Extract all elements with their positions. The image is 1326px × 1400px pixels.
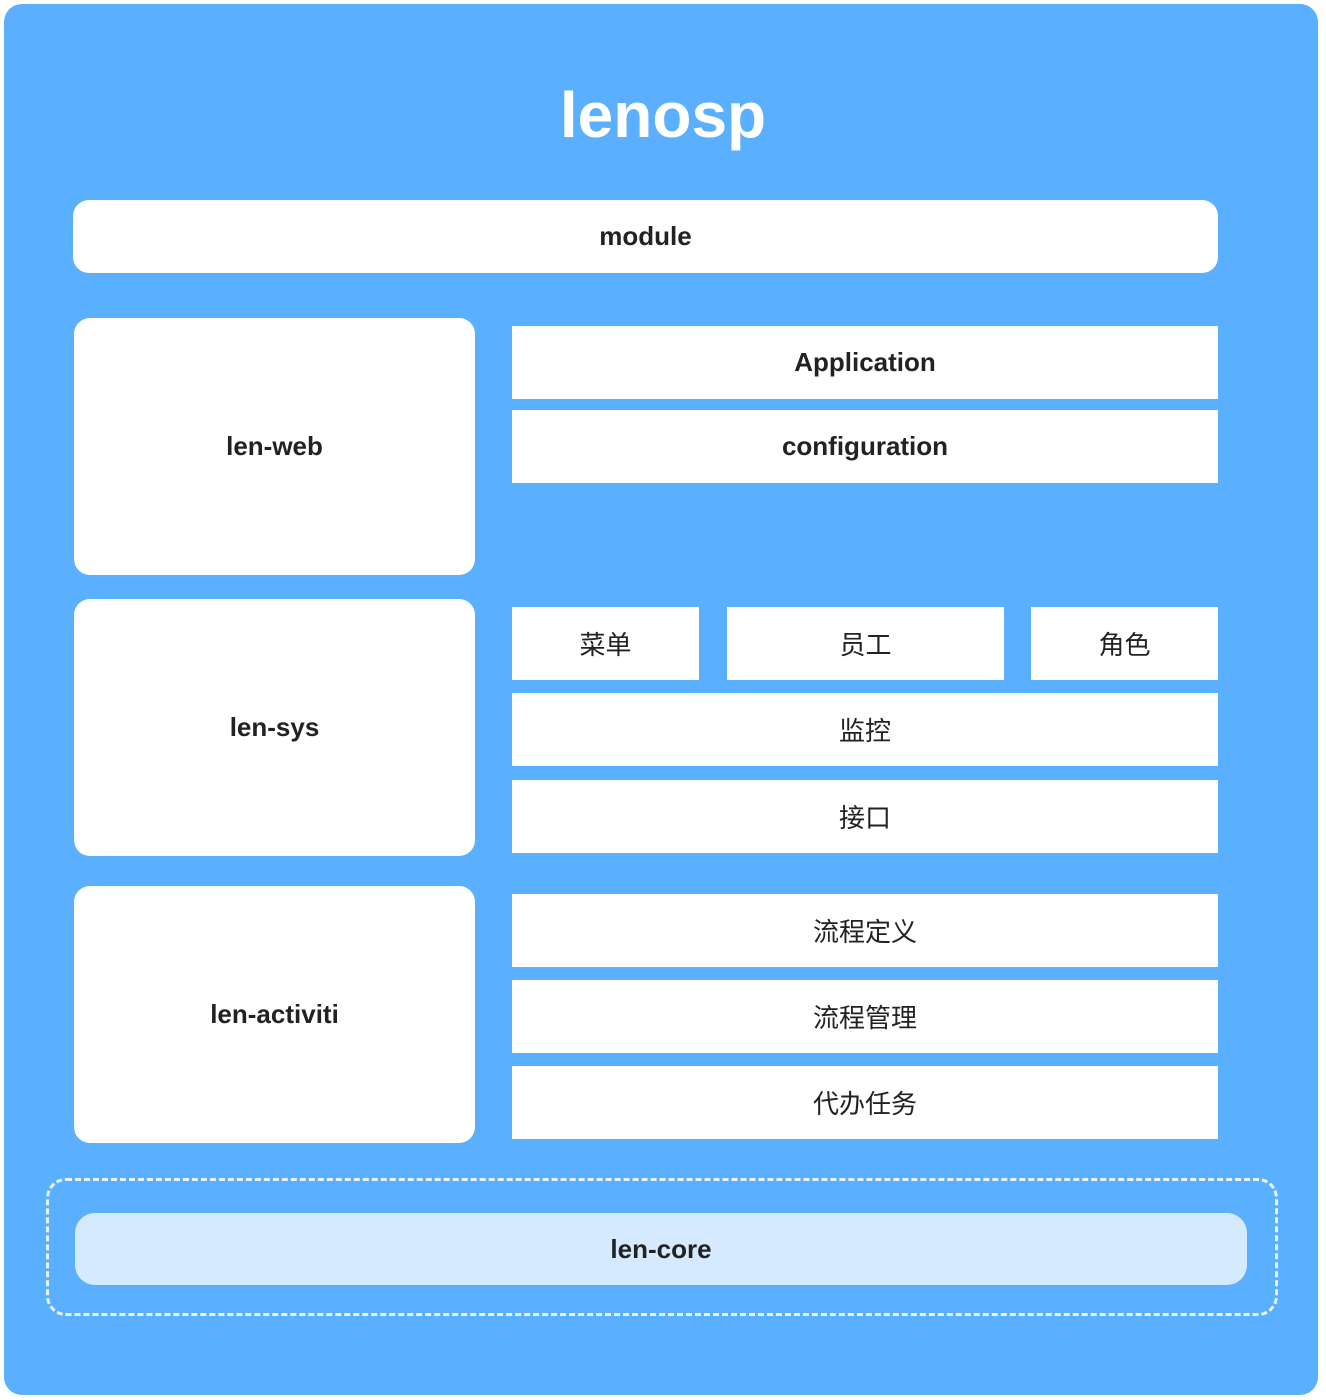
core-dashed-border <box>46 1178 1278 1316</box>
menu-box: 菜单 <box>512 607 699 680</box>
staff-box: 员工 <box>727 607 1004 680</box>
todo-tasks-box: 代办任务 <box>512 1066 1218 1139</box>
process-management-box: 流程管理 <box>512 980 1218 1053</box>
configuration-box: configuration <box>512 410 1218 483</box>
len-sys-box: len-sys <box>74 599 475 856</box>
monitor-box: 监控 <box>512 693 1218 766</box>
module-box: module <box>73 200 1218 273</box>
len-activiti-box: len-activiti <box>74 886 475 1143</box>
role-box: 角色 <box>1031 607 1218 680</box>
diagram-title: lenosp <box>559 79 767 151</box>
process-definition-box: 流程定义 <box>512 894 1218 967</box>
len-web-box: len-web <box>74 318 475 575</box>
interface-box: 接口 <box>512 780 1218 853</box>
application-box: Application <box>512 326 1218 399</box>
len-core-box: len-core <box>75 1213 1247 1285</box>
